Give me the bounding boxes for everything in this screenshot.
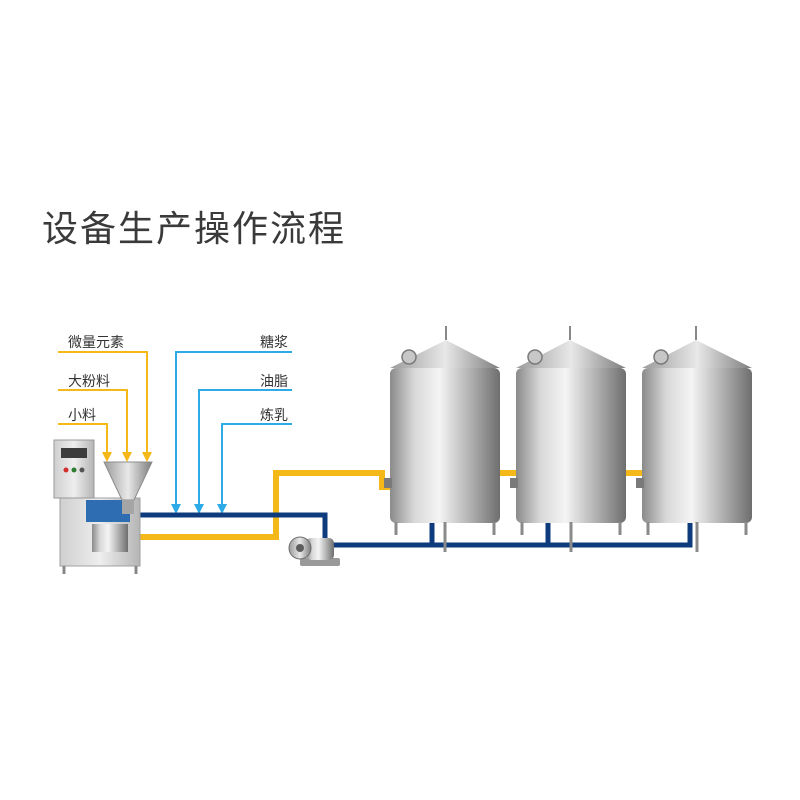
blue-arrowheads — [171, 504, 227, 514]
pump-motor — [306, 538, 334, 560]
label-minor-ingredients: 小料 — [68, 408, 96, 424]
arrow-icon — [122, 452, 132, 462]
tank-body — [642, 368, 752, 523]
manhole-icon — [527, 349, 543, 365]
label-syrup: 糖浆 — [260, 335, 288, 351]
arrow-icon — [142, 452, 152, 462]
page-title: 设备生产操作流程 — [42, 209, 347, 250]
arrow-icon — [217, 504, 227, 514]
storage-tank-2 — [516, 326, 626, 552]
valve-icon — [384, 478, 392, 488]
storage-tank-1 — [390, 326, 500, 552]
indicator-light-icon — [79, 467, 85, 473]
arrow-icon — [102, 452, 112, 462]
tank-lid — [642, 340, 752, 368]
blue-input-lines — [175, 351, 292, 506]
manhole-icon — [653, 349, 669, 365]
label-trace-elements: 微量元素 — [68, 335, 124, 351]
valve-icon — [636, 478, 644, 488]
emulsifying-machine — [53, 439, 153, 574]
tank-lid — [390, 340, 500, 368]
yellow-arrowheads — [102, 452, 152, 462]
label-bulk-powder: 大粉料 — [68, 374, 110, 390]
tank-body — [390, 368, 500, 523]
motor-housing — [86, 500, 130, 522]
line-bulk-powder — [58, 389, 128, 452]
line-oil — [198, 389, 292, 506]
yellow-input-lines — [58, 351, 148, 452]
tank-body — [516, 368, 626, 523]
indicator-light-icon — [71, 467, 77, 473]
inlet-valves — [384, 478, 644, 488]
manhole-icon — [401, 349, 417, 365]
valve-icon — [510, 478, 518, 488]
feed-hopper — [103, 461, 153, 501]
line-minor-ingredients — [58, 423, 108, 452]
line-condensed-milk — [221, 423, 292, 506]
tank-lid — [516, 340, 626, 368]
control-display — [61, 448, 87, 458]
centrifugal-pump — [288, 536, 340, 566]
indicator-light-icon — [63, 467, 69, 473]
line-syrup — [175, 351, 292, 506]
storage-tank-3 — [642, 326, 752, 552]
pump-body — [92, 524, 128, 552]
line-trace-elements — [58, 351, 148, 452]
arrow-icon — [171, 504, 181, 514]
arrow-icon — [194, 504, 204, 514]
label-condensed-milk: 炼乳 — [260, 408, 288, 424]
label-oil: 油脂 — [260, 374, 288, 390]
